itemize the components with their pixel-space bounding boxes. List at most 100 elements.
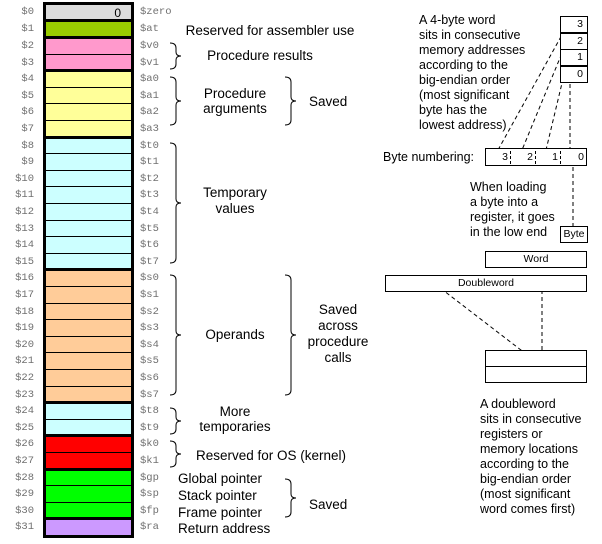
register-cell	[43, 237, 134, 254]
register-number: $29	[15, 488, 34, 501]
doubleword-note-line: according to the	[480, 457, 569, 471]
register-cell	[43, 401, 134, 420]
register-number: $7	[21, 123, 34, 135]
register-name: $t3	[140, 189, 159, 202]
byte-numbering-label: Byte numbering:	[383, 150, 475, 164]
label-procedure-arguments-1: Procedure	[203, 86, 267, 101]
register-name: $t6	[140, 239, 159, 252]
load-note-line: in the low end	[470, 225, 548, 239]
word-box: Word	[485, 251, 587, 268]
brace-saved-arguments	[284, 76, 297, 126]
register-name: $t8	[140, 405, 159, 418]
brace-procedure-arguments	[169, 76, 182, 126]
register-number: $22	[15, 372, 34, 384]
register-name: $s6	[140, 372, 159, 384]
register-number: $18	[15, 305, 34, 318]
register-number: $19	[15, 322, 34, 335]
doubleword-note-line: A doubleword	[480, 397, 556, 411]
register-cell	[43, 170, 134, 188]
register-name: $t9	[140, 421, 159, 434]
label-saved-across-3: procedure	[307, 334, 369, 349]
label-saved-across-2: across	[318, 318, 358, 333]
register-cell	[43, 320, 134, 337]
register-number: $17	[15, 289, 34, 301]
register-name: $t4	[140, 206, 159, 218]
register-number: $11	[15, 189, 34, 202]
register-name: $t5	[140, 222, 159, 235]
label-stack-pointer: Stack pointer	[178, 488, 257, 503]
register-number: $21	[15, 355, 34, 368]
label-temporary-1: Temporary	[203, 185, 267, 200]
register-cell	[43, 370, 134, 387]
byte-number: 0	[578, 151, 584, 163]
register-number: $13	[15, 222, 34, 235]
register-number: $24	[15, 405, 34, 418]
register-name: $s3	[140, 322, 159, 335]
byte-number: 3	[486, 151, 511, 164]
label-saved-across-4: calls	[324, 350, 352, 365]
label-more-temporaries-1: More	[219, 404, 251, 419]
word-note-line: A 4-byte word	[419, 13, 496, 27]
register-name: $sp	[140, 488, 159, 501]
brace-more-temporaries	[169, 407, 182, 435]
brace-saved-across	[284, 274, 297, 396]
register-name: $t2	[140, 172, 159, 185]
register-number: $1	[21, 23, 34, 35]
register-cell	[43, 336, 134, 354]
label-saved-across-1: Saved	[318, 302, 358, 317]
label-more-temporaries-2: temporaries	[199, 419, 271, 434]
register-number: $31	[15, 521, 34, 534]
register-name: $s0	[140, 272, 159, 285]
register-name: $zero	[140, 6, 172, 18]
register-cell	[43, 87, 134, 105]
register-name: $a1	[140, 89, 159, 102]
register-cell	[43, 187, 134, 204]
register-cell	[43, 486, 134, 503]
register-name: $s2	[140, 305, 159, 318]
word-note-line: lowest address)	[419, 118, 507, 132]
register-number: $12	[15, 206, 34, 218]
register-number: $27	[15, 455, 34, 467]
register-cell	[43, 303, 134, 321]
register-number: $9	[21, 156, 34, 169]
label-operands: Operands	[205, 327, 265, 342]
label-os-reserved: Reserved for OS (kernel)	[196, 448, 347, 463]
doubleword-note-line: memory locations	[480, 442, 578, 456]
register-cell	[43, 287, 134, 304]
label-frame-pointer: Frame pointer	[178, 505, 263, 520]
label-saved-pointers: Saved	[309, 497, 348, 512]
register-number: $6	[21, 106, 34, 119]
label-procedure-results: Procedure results	[207, 48, 313, 63]
word-note-line: according to the	[419, 58, 508, 72]
register-cell	[43, 220, 134, 238]
register-name: $at	[140, 23, 159, 35]
register-number: $2	[21, 40, 34, 52]
doubleword-box: Doubleword	[385, 275, 587, 292]
register-number: $30	[15, 504, 34, 517]
doubleword-register-lower	[485, 366, 587, 383]
register-name: $k0	[140, 438, 159, 451]
register-number: $28	[15, 471, 34, 484]
doubleword-note-line: registers or	[480, 427, 543, 441]
doubleword-note-line: (most significant	[480, 487, 571, 501]
register-name: $s4	[140, 338, 159, 351]
register-name: $k1	[140, 455, 159, 467]
load-note-line: a byte into a	[470, 195, 539, 209]
label-procedure-arguments-2: arguments	[203, 101, 267, 116]
memory-byte: 3	[560, 16, 588, 33]
register-cell	[43, 353, 134, 370]
register-cell	[43, 135, 134, 155]
register-number: $0	[21, 6, 34, 18]
register-number: $15	[15, 255, 34, 268]
doubleword-note-line: word comes first)	[480, 502, 576, 516]
label-return-address: Return address	[178, 521, 271, 536]
label-global-pointer: Global pointer	[178, 471, 263, 486]
byte-box: Byte	[560, 226, 588, 243]
register-name: $s7	[140, 388, 159, 401]
brace-operands	[169, 274, 182, 396]
register-number: $3	[21, 56, 34, 69]
byte-number: 2	[511, 151, 536, 164]
register-cell	[43, 434, 134, 453]
register-cell	[43, 69, 134, 88]
